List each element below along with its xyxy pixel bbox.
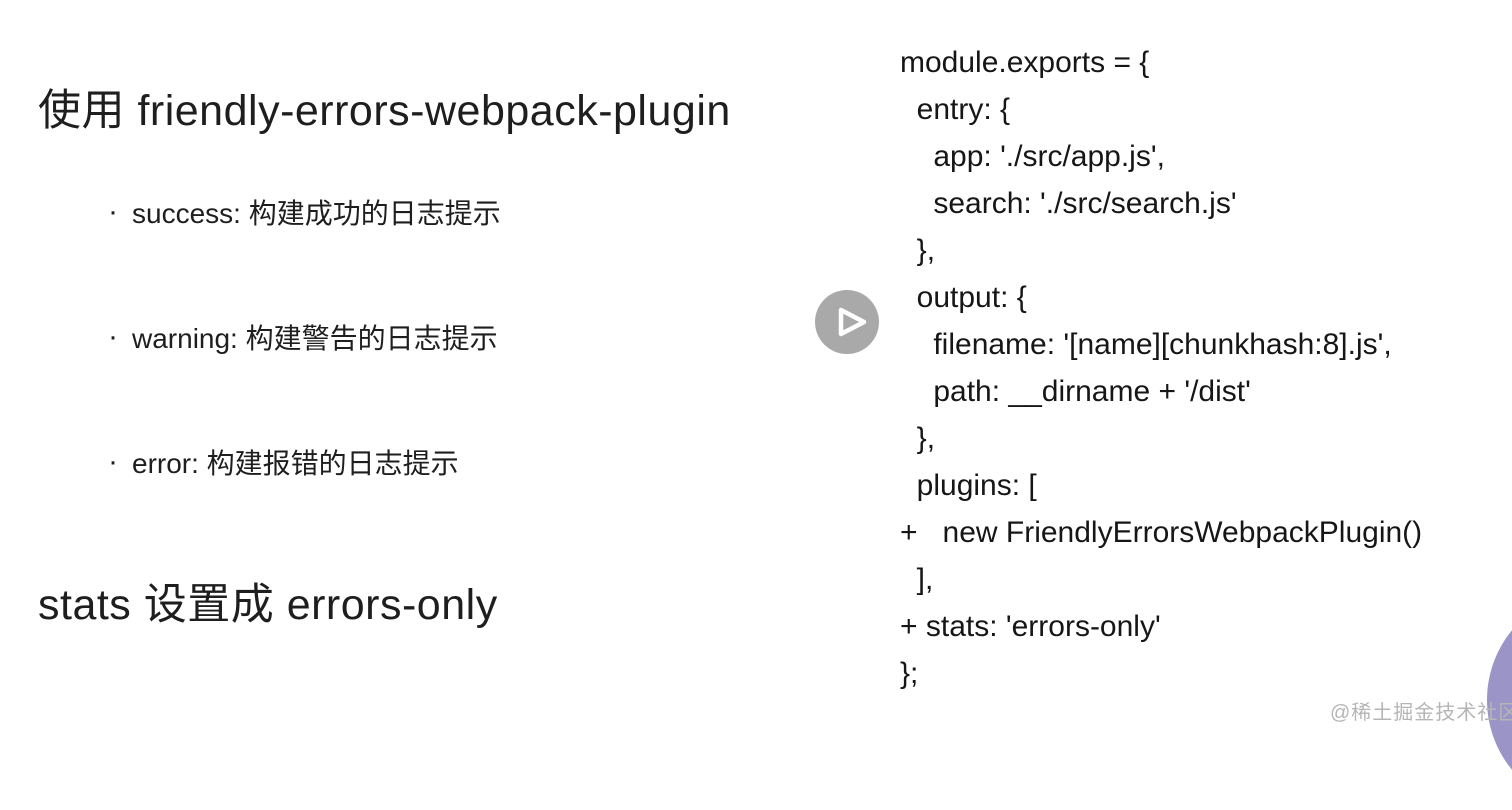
code-line: + stats: 'errors-only'	[900, 610, 1161, 643]
play-button[interactable]	[815, 290, 879, 354]
bullet-item: · warning: 构建警告的日志提示	[108, 317, 498, 357]
bullet-item: · success: 构建成功的日志提示	[108, 192, 501, 232]
code-line: path: __dirname + '/dist'	[900, 375, 1251, 408]
code-line: output: {	[900, 281, 1027, 314]
code-line: search: './src/search.js'	[900, 187, 1237, 220]
code-line: },	[900, 422, 936, 455]
bullet-marker: ·	[108, 195, 118, 228]
code-line: };	[900, 657, 919, 690]
code-line: + new FriendlyErrorsWebpackPlugin()	[900, 516, 1423, 549]
code-line: module.exports = {	[900, 46, 1150, 79]
bullet-text: success: 构建成功的日志提示	[132, 198, 501, 229]
code-block: module.exports = { entry: { app: './src/…	[900, 39, 1422, 697]
slide-subtitle: stats 设置成 errors-only	[38, 581, 498, 629]
bullet-marker: ·	[108, 320, 118, 353]
bullet-text: warning: 构建警告的日志提示	[132, 323, 498, 354]
bullet-marker: ·	[108, 445, 118, 478]
bullet-item: · error: 构建报错的日志提示	[108, 442, 459, 482]
code-line: ],	[900, 563, 934, 596]
bullet-text: error: 构建报错的日志提示	[132, 448, 459, 479]
watermark: @稀土掘金技术社区	[1330, 702, 1512, 724]
code-line: filename: '[name][chunkhash:8].js',	[900, 328, 1392, 361]
code-line: plugins: [	[900, 469, 1037, 502]
play-icon	[838, 307, 867, 337]
slide-title: 使用 friendly-errors-webpack-plugin	[38, 87, 731, 135]
code-line: },	[900, 234, 936, 267]
code-line: entry: {	[900, 93, 1011, 126]
code-line: app: './src/app.js',	[900, 140, 1165, 173]
